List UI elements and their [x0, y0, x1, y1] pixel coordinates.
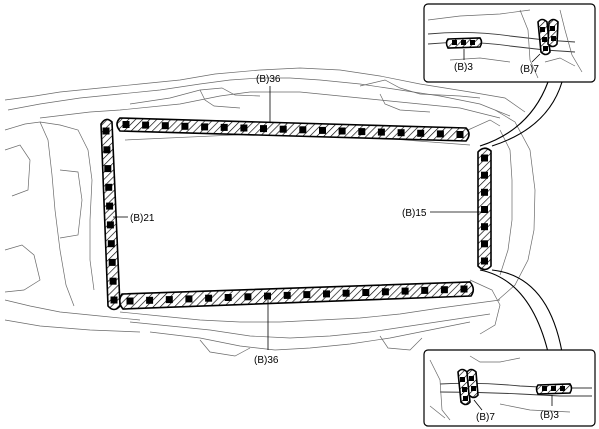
- spot-weld-marker: [481, 240, 488, 248]
- bottom-weld-seam: [118, 281, 475, 310]
- spot-weld-marker: [481, 223, 488, 231]
- spot-weld-marker: [142, 121, 150, 129]
- top-weld-seam: [116, 117, 470, 142]
- spot-weld-marker: [102, 127, 110, 135]
- inset-bottom-label-a: (B)7: [476, 412, 495, 423]
- spot-weld-marker: [161, 122, 169, 130]
- spot-weld-marker: [358, 128, 366, 136]
- spot-weld-marker: [126, 297, 134, 305]
- inset-bottom-seam-b: [535, 383, 573, 395]
- spot-weld-marker: [106, 202, 114, 210]
- spot-weld-marker: [460, 285, 468, 293]
- spot-weld-marker: [279, 125, 287, 133]
- inset-bottom-seam-a: [457, 368, 479, 406]
- spot-weld-marker: [244, 293, 252, 301]
- spot-weld-marker: [220, 123, 228, 131]
- spot-weld-marker: [381, 288, 389, 296]
- spot-weld-marker: [165, 296, 173, 304]
- spot-weld-marker: [107, 240, 115, 248]
- bottom-seam-label: (B)36: [254, 355, 279, 366]
- inset-top-seam-b: [537, 18, 559, 56]
- spot-weld-marker: [362, 289, 370, 296]
- spot-weld-marker: [436, 130, 444, 138]
- spot-weld-marker: [397, 129, 405, 137]
- right-seam-label: (B)15: [402, 208, 427, 219]
- top-seam-spot-welds: [122, 121, 464, 138]
- spot-weld-marker: [146, 296, 154, 304]
- spot-weld-marker: [481, 188, 488, 196]
- spot-weld-marker: [342, 289, 350, 297]
- spot-weld-marker: [417, 129, 425, 137]
- spot-weld-marker: [260, 125, 267, 133]
- spot-weld-marker: [224, 294, 232, 301]
- top-seam-label: (B)36: [256, 74, 281, 85]
- callout-bottom-seam: (B)36: [254, 300, 279, 366]
- callout-right-seam: (B)15: [402, 208, 482, 219]
- spot-weld-marker: [201, 123, 209, 131]
- left-weld-seam: [100, 118, 121, 311]
- spot-weld-marker: [299, 126, 307, 134]
- spot-weld-marker: [421, 286, 429, 294]
- inset-bottom-label-b: (B)3: [540, 410, 559, 421]
- spot-weld-marker: [181, 122, 189, 130]
- inset-detail-top: (B)3 (B)7: [423, 3, 596, 83]
- spot-weld-marker: [401, 287, 409, 295]
- spot-weld-marker: [105, 183, 113, 191]
- spot-weld-marker: [205, 294, 213, 302]
- inset-top-label-a: (B)3: [454, 62, 473, 73]
- spot-weld-marker: [440, 286, 448, 294]
- bottom-seam-spot-welds: [126, 285, 468, 305]
- spot-weld-marker: [104, 165, 112, 173]
- inset-top-label-b: (B)7: [520, 64, 539, 75]
- spot-weld-marker: [377, 128, 385, 136]
- inset-detail-bottom: (B)7 (B)3: [423, 349, 596, 427]
- left-seam-spot-welds: [102, 127, 118, 304]
- spot-weld-marker: [481, 257, 488, 265]
- inset-connector-lines: [479, 81, 563, 353]
- right-weld-seam: [477, 147, 492, 271]
- spot-weld-marker: [108, 258, 116, 266]
- spot-weld-marker: [456, 131, 464, 138]
- spot-weld-marker: [481, 154, 488, 162]
- inset-top-seam-a: [445, 37, 483, 49]
- spot-weld-marker: [103, 146, 111, 154]
- spot-weld-marker: [481, 206, 488, 213]
- spot-weld-marker: [240, 124, 248, 132]
- spot-weld-marker: [109, 277, 117, 285]
- spot-weld-marker: [323, 290, 330, 298]
- inset-bottom-line-art: [429, 355, 592, 421]
- spot-weld-marker: [110, 296, 118, 304]
- callout-left-seam: (B)21: [113, 213, 155, 224]
- spot-weld-marker: [481, 171, 488, 179]
- right-seam-spot-welds: [481, 154, 488, 265]
- spot-weld-marker: [106, 221, 114, 229]
- spot-weld-marker: [319, 126, 326, 134]
- spot-weld-marker: [264, 292, 271, 300]
- callout-top-seam: (B)36: [256, 74, 281, 123]
- left-seam-label: (B)21: [130, 213, 155, 224]
- spot-weld-marker: [185, 295, 193, 303]
- spot-weld-marker: [303, 291, 311, 299]
- spot-weld-marker: [122, 121, 130, 128]
- spot-weld-marker: [283, 291, 291, 299]
- spot-weld-marker: [338, 127, 346, 135]
